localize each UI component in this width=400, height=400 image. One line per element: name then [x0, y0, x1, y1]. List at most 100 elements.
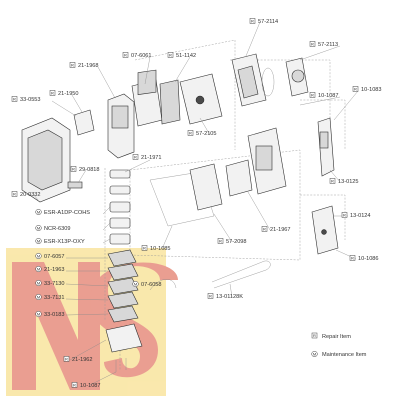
watermark-s-letter [90, 262, 178, 378]
keypad-part [159, 79, 181, 125]
filter-33-7131 [107, 291, 139, 309]
item-kind-symbol: R [134, 154, 137, 159]
maintenance-item-icon [132, 280, 139, 288]
part-code: 07-6061 [131, 53, 152, 59]
maintenance-item-icon [35, 237, 42, 245]
repair-item-icon [341, 212, 348, 218]
repair-item-icon [349, 255, 356, 261]
part-code: NCR-6309 [44, 226, 70, 232]
maintenance-item-icon [35, 279, 42, 287]
filter-33-0183 [107, 305, 139, 323]
bottom-cover-screw [321, 229, 327, 235]
part-code: 51-1142 [176, 53, 196, 59]
repair-item-icon [167, 52, 174, 58]
item-kind-symbol: R [351, 255, 354, 260]
repair-item-icon [207, 293, 214, 299]
item-kind-symbol: R [65, 356, 68, 361]
part-code: 33-7130 [44, 281, 65, 287]
part-code: 13-01128K [216, 294, 243, 300]
pump-motor [291, 69, 305, 83]
sensor-2 [109, 185, 131, 195]
item-kind-symbol: R [169, 52, 172, 57]
legend-repair-label: Repair Item [322, 334, 351, 340]
item-kind-symbol: M [37, 266, 40, 271]
repair-item-icon [249, 18, 256, 24]
repair-item-icon [217, 238, 224, 244]
repair-item-icon [63, 356, 70, 362]
pcb-component [195, 95, 205, 105]
sensor-esr-a1dp [109, 201, 131, 213]
item-kind-symbol: M [37, 225, 40, 230]
part-label-esr-x13p: M ESR-X13P-OXY [35, 237, 85, 245]
part-code: ESR-A1DP-COHS [44, 210, 90, 216]
part-code: 21-1963 [44, 267, 65, 273]
part-code: 57-2105 [196, 131, 217, 137]
part-code: 13-0125 [338, 179, 359, 185]
repair-item-icon [11, 191, 18, 197]
part-code: 33-7131 [44, 295, 65, 301]
maintenance-item-icon [35, 310, 42, 318]
item-kind-symbol: R [311, 41, 314, 46]
part-label-29-0818: R 29-0818 [70, 166, 100, 173]
gasket-ring [261, 67, 275, 97]
filter-plate [189, 163, 223, 211]
repair-item-icon [69, 62, 76, 68]
label-plate-part [73, 109, 95, 136]
part-code: 33-0553 [20, 97, 41, 103]
part-label-13-0125: R 13-0125 [329, 178, 359, 185]
part-code: 21-1950 [58, 91, 79, 97]
part-code: 10-1083 [361, 87, 382, 93]
filter-33-7130 [107, 277, 139, 295]
item-kind-symbol: R [51, 90, 54, 95]
item-kind-symbol: R [331, 178, 334, 183]
front-housing-window [111, 105, 129, 129]
part-label-21-1963: M 21-1963 [35, 265, 65, 273]
repair-item-icon [49, 90, 56, 96]
item-kind-symbol: M [37, 209, 40, 214]
repair-item-icon [70, 166, 77, 172]
item-kind-symbol: R [251, 18, 254, 23]
watermark-logo [6, 248, 178, 396]
legend: R Repair Item M Maintenance Item [311, 332, 367, 358]
repair-item-icon [352, 86, 359, 92]
part-code: 21-1971 [141, 155, 162, 161]
part-code: ESR-X13P-OXY [44, 239, 85, 245]
repair-item-icon [309, 92, 316, 98]
part-code: 57-2098 [226, 239, 247, 245]
part-code: 33-0183 [44, 312, 65, 318]
filter-21-1963 [107, 263, 139, 281]
connector-29-0818 [67, 181, 83, 189]
item-kind-symbol: R [143, 245, 146, 250]
part-label-ncr-6309: M NCR-6309 [35, 224, 70, 232]
item-kind-symbol: R [219, 238, 222, 243]
item-kind-symbol: R [72, 166, 75, 171]
item-kind-symbol: M [37, 238, 40, 243]
maintenance-item-icon [35, 224, 42, 232]
part-code: 29-0818 [79, 167, 100, 173]
part-label-21-1950: R 21-1950 [49, 90, 79, 97]
watermark-n-letter [12, 262, 100, 390]
part-code: 21-1962 [72, 357, 93, 363]
item-kind-symbol: R [209, 293, 212, 298]
part-label-13-01128k: R 13-01128K [207, 293, 243, 300]
battery-part [225, 159, 253, 197]
rear-housing-inner [27, 129, 63, 191]
part-label-esr-a1dp: M ESR-A1DP-COHS [35, 208, 90, 216]
main-board-chip [237, 65, 259, 99]
part-code: 13-0124 [350, 213, 371, 219]
guide-right-lower [300, 194, 346, 240]
item-kind-symbol: R [311, 92, 314, 97]
guide-top-right [230, 59, 331, 120]
maintenance-item-icon [35, 252, 42, 260]
